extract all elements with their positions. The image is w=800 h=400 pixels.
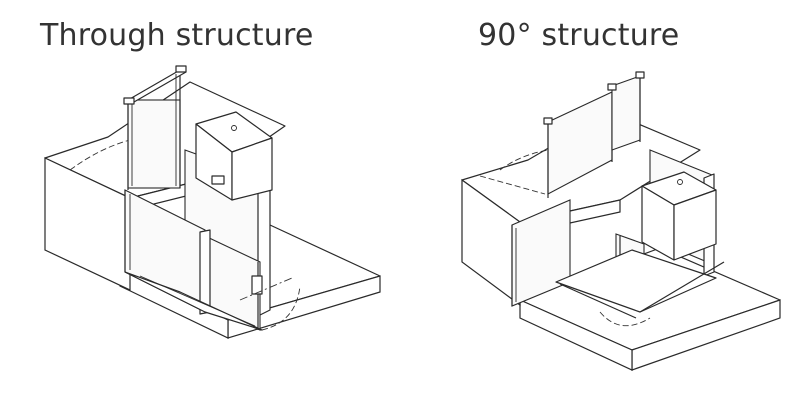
through-structure-lift-diagram — [44, 65, 381, 339]
lift-shaft-enclosure — [124, 111, 301, 331]
ninety-degree-lift-diagram — [461, 71, 781, 371]
upper-gate — [543, 71, 645, 198]
upper-gate — [123, 65, 187, 190]
through-structure-title: Through structure — [40, 18, 314, 53]
ninety-degree-structure-title: 90° structure — [478, 18, 680, 53]
lift-shaft-enclosure — [511, 149, 725, 327]
